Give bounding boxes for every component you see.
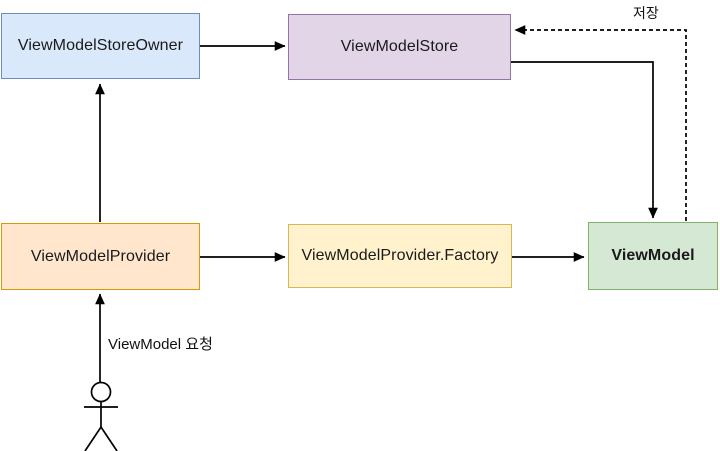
node-viewmodelstoreowner: ViewModelStoreOwner xyxy=(1,13,200,79)
node-viewmodel: ViewModel xyxy=(588,222,718,290)
request-edge-label: ViewModel 요청 xyxy=(108,336,213,353)
save-edge-label: 저장 xyxy=(633,5,659,21)
node-label: ViewModel xyxy=(611,247,695,264)
node-viewmodelstore: ViewModelStore xyxy=(288,14,511,80)
node-label: ViewModelProvider xyxy=(30,247,171,265)
node-label: ViewModelStore xyxy=(340,38,459,55)
actor-person-icon xyxy=(84,381,118,451)
node-viewmodelprovider-factory: ViewModelProvider.Factory xyxy=(288,224,512,288)
edge-store-to-viewmodel xyxy=(511,61,658,219)
node-label: ViewModelProvider.Factory xyxy=(301,247,499,264)
node-label: ViewModelStoreOwner xyxy=(17,37,184,54)
edge-viewmodel-to-store-dashed xyxy=(514,25,687,221)
node-viewmodelprovider: ViewModelProvider xyxy=(1,223,200,290)
